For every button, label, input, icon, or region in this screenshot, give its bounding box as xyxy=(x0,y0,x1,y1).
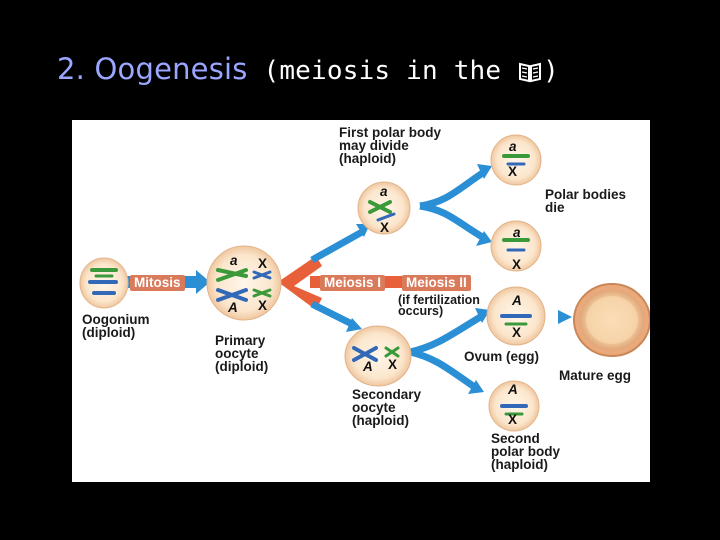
label-first-polar-body: First polar body may divide (haploid) xyxy=(339,125,442,166)
ovum-cell xyxy=(486,286,546,346)
label-secondary-oocyte: Secondary oocyte (haploid) xyxy=(352,387,422,428)
secondary-oocyte-cell xyxy=(344,325,412,387)
arrow-to-secondary xyxy=(310,300,362,332)
label-primary-oocyte: Primary oocyte (diploid) xyxy=(215,333,269,374)
polar-body-middle-cell xyxy=(490,220,542,272)
diagram-graphics xyxy=(79,134,650,432)
allele-secondary-x: X xyxy=(388,357,398,372)
label-second-polar-body: Second polar body (haploid) xyxy=(491,431,561,472)
allele-primary-a: a xyxy=(230,253,238,268)
label-oogonium: Oogonium (diploid) xyxy=(82,312,150,340)
oogenesis-diagram: Mitosis Meiosis I Meiosis II Oogonium (d… xyxy=(72,120,650,482)
primary-oocyte-cell xyxy=(206,245,282,321)
stage-mitosis: Mitosis xyxy=(130,275,185,291)
first-polar-body-cell xyxy=(357,181,411,235)
label-polar-bodies-die: Polar bodies die xyxy=(545,187,627,215)
allele-pb-mid-a: a xyxy=(513,225,521,240)
allele-pb-top-x: X xyxy=(508,164,518,179)
allele-pb-mid-x: X xyxy=(512,257,522,272)
arrow-fork-first-polar xyxy=(419,164,492,246)
allele-primary-x1: X xyxy=(258,256,268,271)
stage-meiosis-1: Meiosis I xyxy=(320,275,386,291)
arrow-to-mature-egg xyxy=(558,310,572,324)
allele-pb-top-a: a xyxy=(509,139,517,154)
label-ovum: Ovum (egg) xyxy=(464,349,540,364)
slide-title: 2. Oogenesis (meiosis in the ) xyxy=(57,52,559,90)
allele-secondary-A: A xyxy=(363,359,373,374)
allele-first-pb-x: X xyxy=(380,220,390,235)
title-sub-after: ) xyxy=(543,56,559,86)
allele-ovum-x: X xyxy=(512,325,522,340)
allele-ovum-A: A xyxy=(512,293,522,308)
label-fertilization-note: (if fertilization occurs) xyxy=(398,293,480,318)
arrow-to-first-polar xyxy=(310,224,370,264)
oogonium-cell xyxy=(79,257,129,309)
polar-body-top-cell xyxy=(490,134,542,186)
allele-primary-A: A xyxy=(228,300,238,315)
title-subtitle: (meiosis in the ) xyxy=(248,56,559,86)
mature-egg-cell xyxy=(573,283,650,357)
stage-meiosis-2: Meiosis II xyxy=(402,275,471,291)
book-icon xyxy=(518,60,542,90)
second-polar-body-cell xyxy=(488,380,540,432)
arrow-fork-secondary xyxy=(409,308,490,394)
allele-second-pb-A: A xyxy=(508,382,518,397)
allele-primary-x2: X xyxy=(258,298,268,313)
allele-first-pb-a: a xyxy=(380,184,388,199)
label-mature-egg: Mature egg xyxy=(559,368,632,383)
allele-second-pb-x: X xyxy=(508,412,518,427)
title-sub-before: (meiosis in the xyxy=(247,56,518,86)
title-main: 2. Oogenesis xyxy=(57,52,248,86)
